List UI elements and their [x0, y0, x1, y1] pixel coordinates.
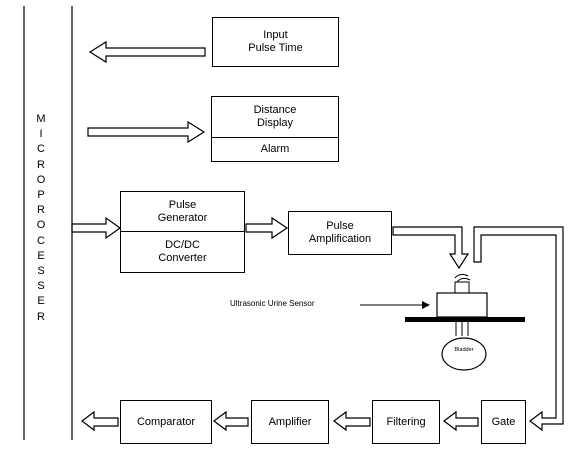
- gate-to-filtering-arrow: [443, 410, 479, 432]
- microprocessor-column: [23, 6, 73, 440]
- input-pulse-time-label: Input Pulse Time: [248, 29, 303, 54]
- generator-to-amp-arrow: [245, 216, 289, 240]
- alarm-label: Alarm: [260, 143, 290, 155]
- gate-label: Gate: [491, 415, 516, 428]
- microprocessor-label: M I C R O P R O C E S S E R: [36, 113, 46, 323]
- ultrasonic-sensor-label: Ultrasonic Urine Sensor: [230, 299, 315, 308]
- mp-to-generator-arrow: [71, 216, 122, 240]
- pulse-amplification-block: Pulse Amplification: [288, 211, 392, 255]
- pulse-amplification-label: Pulse Amplification: [308, 220, 372, 245]
- amplifier-block: Amplifier: [251, 400, 329, 444]
- amplifier-to-comparator-arrow: [213, 410, 249, 432]
- mp-to-display-arrow: [87, 120, 206, 144]
- bladder-label: Bladder: [454, 347, 474, 353]
- dc-dc-converter-label: DC/DC Converter: [158, 239, 207, 264]
- comparator-label: Comparator: [136, 415, 196, 428]
- distance-display-label: Distance Display: [253, 104, 297, 129]
- alarm-block: Alarm: [211, 137, 339, 162]
- sensor-return-line: [473, 226, 564, 432]
- input-to-mp-arrow: [88, 40, 206, 64]
- filtering-block: Filtering: [372, 400, 440, 444]
- filtering-label: Filtering: [386, 415, 426, 428]
- distance-display-block: Distance Display: [211, 96, 339, 137]
- dc-dc-converter-block: DC/DC Converter: [120, 231, 245, 273]
- amp-to-sensor-arrow: [392, 226, 470, 270]
- gate-block: Gate: [481, 400, 526, 444]
- comparator-to-mp-arrow: [81, 410, 119, 432]
- pulse-generator-block: Pulse Generator: [120, 191, 245, 231]
- pulse-generator-label: Pulse Generator: [157, 198, 208, 224]
- filtering-to-amplifier-arrow: [333, 410, 371, 432]
- skin-label: Skin: [508, 318, 520, 324]
- input-pulse-time-block: Input Pulse Time: [212, 17, 339, 67]
- amplifier-label: Amplifier: [268, 415, 312, 428]
- ultrasonic-sensor-drawing: [405, 273, 525, 371]
- comparator-block: Comparator: [120, 400, 212, 444]
